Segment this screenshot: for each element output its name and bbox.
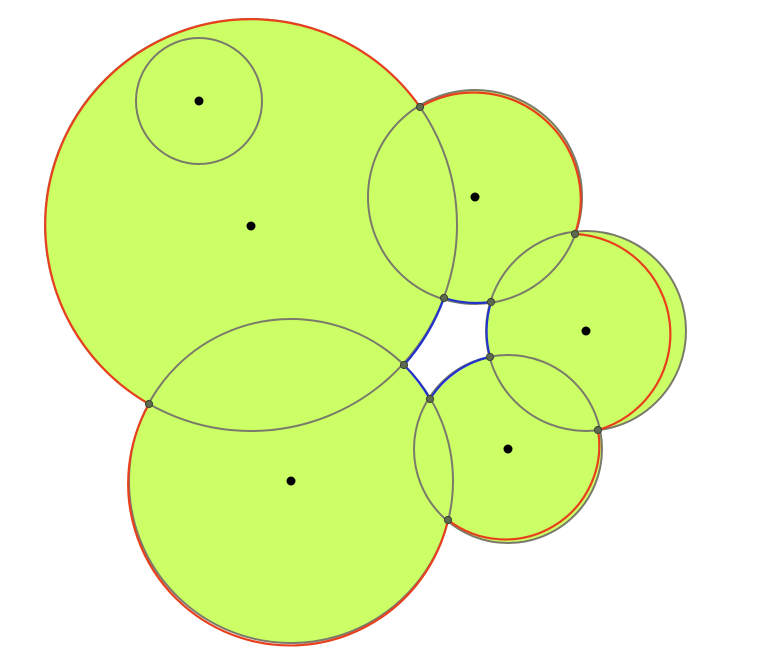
boundary-arc-right-circle [574,232,672,432]
intersection-point [439,293,449,303]
center-points [194,96,591,486]
intersection-point [486,297,496,307]
center-point-top-right-circle [470,192,480,202]
boundary-arc-top-right-circle [419,91,582,235]
union-boundary [44,18,672,647]
intersection-point [425,394,435,404]
intersection-point [485,352,495,362]
center-point-bottom-left-circle [286,476,296,486]
boundary-arc-bottom-right-circle [447,429,601,541]
boundary-arc-bottom-left-circle [127,403,450,647]
intersection-point [415,102,425,112]
intersection-point [593,425,603,435]
intersection-points [144,102,603,525]
center-point-small-circle [194,96,204,106]
center-point-bottom-right-circle [503,444,513,454]
center-point-big-circle [246,221,256,231]
center-point-right-circle [581,326,591,336]
central-hole [404,298,491,399]
intersection-point [570,229,580,239]
intersection-point [399,360,409,370]
boundary-arc-big-circle [44,18,421,405]
hole-arc-left [403,297,446,366]
small-inner-circle-outline [135,37,263,165]
bottom-right-circle-outline [413,354,603,544]
intersection-point [443,515,453,525]
hole-arc-bottom-right [429,355,491,400]
intersection-point [144,399,154,409]
